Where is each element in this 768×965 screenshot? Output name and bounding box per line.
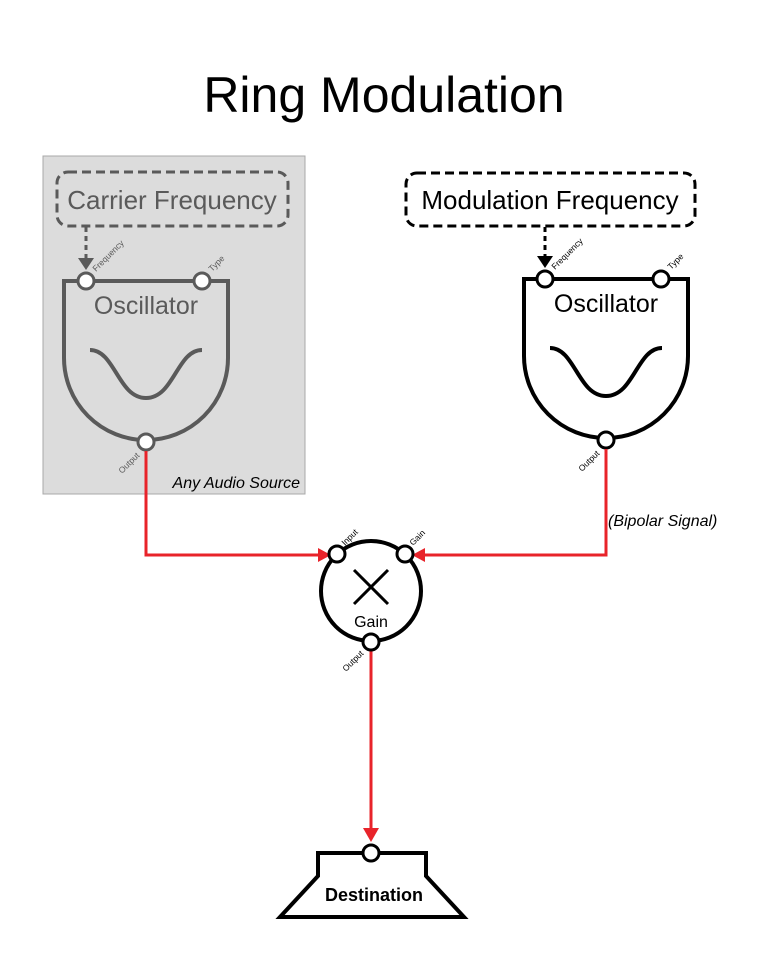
modulator-frequency-port-label: Frequency [549,235,585,271]
gain-node-title: Gain [354,614,388,631]
gain-output-port-label: Output [340,648,366,674]
modulator-waveform-icon [549,346,663,399]
gain-output-port[interactable] [361,632,381,652]
diagram-title: Ring Modulation [203,67,564,123]
destination-input-port[interactable] [361,843,381,863]
carrier-group-background [42,155,306,495]
gain-gain-port[interactable] [395,544,415,564]
modulator-output-port[interactable] [596,430,616,450]
carrier-param-arrowhead [78,258,94,270]
carrier-output-port[interactable] [136,432,156,452]
modulator-output-port-label: Output [576,448,602,474]
destination-node[interactable] [275,851,469,919]
multiply-icon-stroke-b [352,568,390,606]
modulator-oscillator-title: Oscillator [554,290,658,318]
modulation-frequency-param-box[interactable] [404,171,697,228]
gain-gain-port-label: Gain [407,527,427,547]
modulator-param-arrowhead [537,256,553,268]
modulator-to-gain-wire[interactable] [425,449,608,557]
modulator-group: Modulation Frequency Oscillator Frequenc… [404,171,717,530]
modulator-type-port[interactable] [651,269,671,289]
carrier-frequency-port[interactable] [76,271,96,291]
modulator-to-gain-arrowhead [412,548,425,562]
destination-group: Destination [275,843,469,919]
modulator-frequency-port[interactable] [535,269,555,289]
gain-to-destination-arrowhead [363,828,379,842]
carrier-oscillator-title: Oscillator [94,292,198,320]
modulator-type-port-label: Type [665,251,685,271]
gain-input-port[interactable] [327,544,347,564]
gain-node-group: Gain Input Gain Output [319,527,427,674]
carrier-frequency-param-box[interactable] [55,170,290,228]
signal-wires [144,449,608,842]
destination-label: Destination [325,885,423,905]
carrier-source-group: Any Audio Source Carrier Frequency Oscil… [42,155,306,495]
carrier-to-gain-arrowhead [318,548,331,562]
carrier-frequency-label: Carrier Frequency [67,185,277,215]
carrier-group-label: Any Audio Source [172,475,301,492]
carrier-waveform-icon [89,348,203,401]
carrier-type-port[interactable] [192,271,212,291]
bipolar-signal-note: (Bipolar Signal) [608,513,717,530]
modulation-frequency-label: Modulation Frequency [421,185,678,215]
carrier-to-gain-wire[interactable] [144,451,318,557]
